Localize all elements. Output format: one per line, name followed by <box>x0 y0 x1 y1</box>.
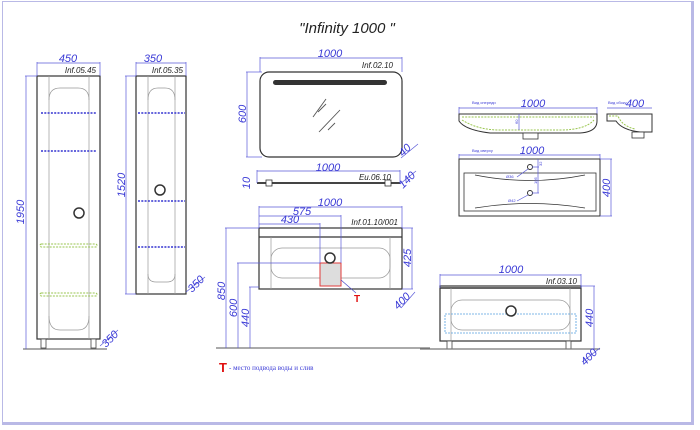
sink-hole-1: Ø36 <box>506 174 514 179</box>
vanity-marker: T <box>354 294 360 305</box>
sink-top-depth: 400 <box>601 178 613 197</box>
green-shelf <box>39 243 98 248</box>
drawing-frame <box>2 1 694 425</box>
tall-cabinet: 450 Inf.05.45 1950 350 <box>15 53 122 350</box>
mirror-body <box>259 71 403 158</box>
floor-cabinet-code: Inf.03.10 <box>546 277 578 286</box>
floor-cabinet-height: 440 <box>584 308 596 327</box>
shelf-height: 10 <box>241 176 253 189</box>
sink-side-view: Вид сбоку 400 <box>606 98 653 139</box>
knob-icon <box>324 252 336 264</box>
sink-dim-105: 105 <box>533 177 538 184</box>
wall-cabinet: 350 Inf.05.35 1520 350 <box>116 53 208 295</box>
tall-cabinet-body <box>36 75 101 340</box>
knob-icon <box>505 305 517 317</box>
vanity-offset-575: 575 <box>293 206 312 218</box>
wall-cabinet-width: 350 <box>144 53 163 65</box>
floor-cabinet-width: 1000 <box>499 264 524 276</box>
mirror-width: 1000 <box>318 48 343 60</box>
vanity-code: Inf.01.10/001 <box>351 218 398 227</box>
mirror-code: Inf.02.10 <box>362 61 394 70</box>
sink-front-view: Вид спереди 1000 60 <box>458 98 598 140</box>
sink-top-view: Вид сверху 1000 Ø36 Ø42 32 105 400 <box>458 145 613 217</box>
wall-cabinet-code: Inf.05.35 <box>152 66 184 75</box>
tall-cabinet-depth: 350 <box>100 328 122 350</box>
mirror-height: 600 <box>237 104 249 123</box>
shelf-width: 1000 <box>316 162 341 174</box>
sink-side-label: Вид сбоку <box>608 100 627 105</box>
wall-cabinet-height: 1520 <box>116 172 128 197</box>
mirror-reflection-icon <box>312 98 341 133</box>
vanity-elevation-440: 440 <box>240 308 252 327</box>
vanity-width: 1000 <box>318 197 343 209</box>
floor-cabinet: 1000 Inf.03.10 440 400 <box>420 264 601 368</box>
sink-top-label: Вид сверху <box>472 148 493 153</box>
sink-side-width: 400 <box>626 98 645 110</box>
drawing-title: "Infinity 1000 " <box>299 20 395 37</box>
vanity-unit: T 1000 575 430 Inf.01.10/001 425 400 850… <box>216 197 430 349</box>
green-shelf <box>39 292 98 297</box>
knob-icon <box>73 207 85 219</box>
mirror-light-strip <box>273 80 387 85</box>
vanity-depth: 400 <box>392 290 414 312</box>
vanity-offset-430: 430 <box>281 214 300 226</box>
knob-icon <box>154 184 166 196</box>
mirror: 1000 Inf.02.10 600 40 <box>237 48 419 159</box>
tall-cabinet-height: 1950 <box>15 199 27 224</box>
sink-front-width: 1000 <box>521 98 546 110</box>
glass-shelf-unit: 1000 Eu.06.10 10 140 <box>241 162 419 191</box>
vanity-elevation-600: 600 <box>228 298 240 317</box>
sink-top-width: 1000 <box>520 145 545 157</box>
legend: T - место подвода воды и слив <box>219 360 314 375</box>
legend-marker: T <box>219 360 227 375</box>
sink-front-depth-mark: 60 <box>514 119 519 124</box>
sink-dim-32: 32 <box>538 161 543 166</box>
water-connection-zone <box>319 262 342 287</box>
vanity-height: 425 <box>402 248 414 267</box>
legend-text: - место подвода воды и слив <box>229 364 314 372</box>
vanity-elevation-850: 850 <box>216 281 228 300</box>
tall-cabinet-code: Inf.05.45 <box>65 66 97 75</box>
sink-hole-2: Ø42 <box>508 198 516 203</box>
tall-cabinet-width: 450 <box>59 53 78 65</box>
shelf-code: Eu.06.10 <box>359 173 392 182</box>
sink-front-label: Вид спереди <box>472 100 496 105</box>
wall-cabinet-depth: 350 <box>186 273 208 295</box>
